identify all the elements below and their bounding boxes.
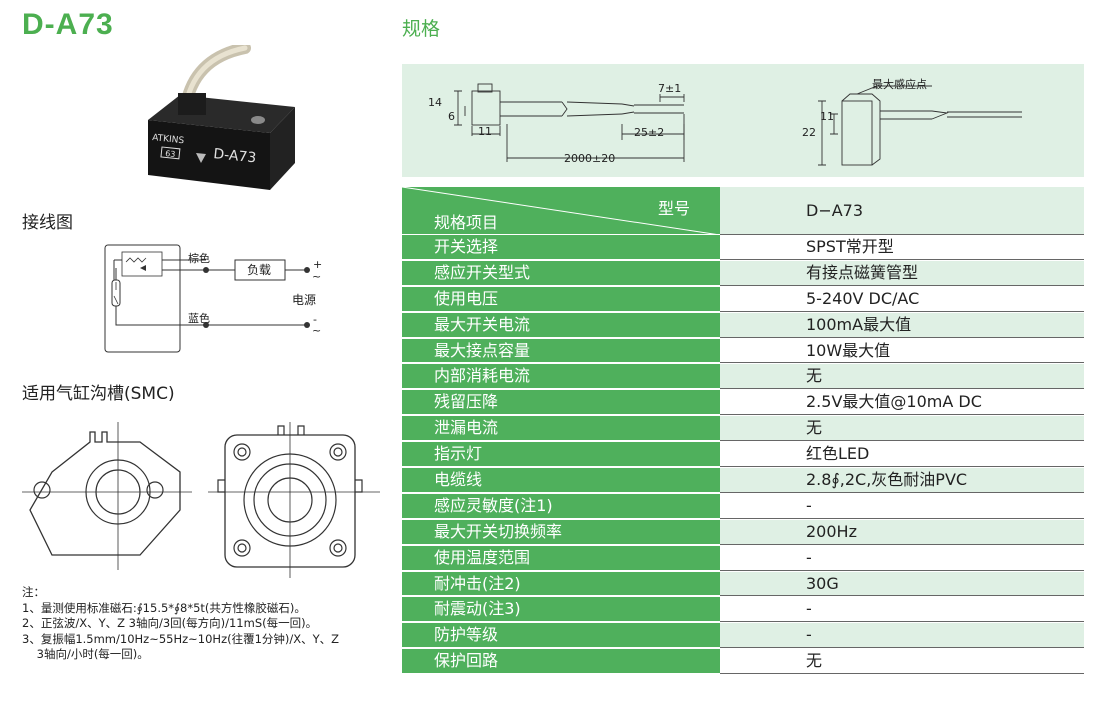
spec-title: 规格 xyxy=(402,18,441,40)
dim-right-11: 11 xyxy=(820,110,834,123)
spec-value: - xyxy=(720,545,1084,571)
dim-lead-7: 7±1 xyxy=(658,82,681,95)
table-header: 型号 规格项目 D−A73 xyxy=(402,187,1084,235)
header-diagonal xyxy=(402,187,720,235)
wiring-title: 接线图 xyxy=(22,213,73,233)
spec-label: 开关选择 xyxy=(402,235,720,260)
spec-value: 100mA最大值 xyxy=(720,312,1084,338)
table-row: 指示灯红色LED xyxy=(402,442,1084,469)
table-row: 感应灵敏度(注1)- xyxy=(402,493,1084,520)
spec-value: - xyxy=(720,623,1084,649)
table-row: 防护等级- xyxy=(402,623,1084,650)
max-sensing-point-label: 最大感应点 xyxy=(872,77,927,91)
spec-value: - xyxy=(720,493,1084,519)
wire-brown-label: 棕色 xyxy=(188,251,210,265)
table-row: 内部消耗电流无 xyxy=(402,364,1084,391)
note-line-1: 1、量测使用标准磁石:∮15.5*∮8*5t(共方性橡胶磁石)。 xyxy=(22,600,306,615)
spec-label: 使用温度范围 xyxy=(402,545,720,571)
minus-label: - xyxy=(313,313,317,326)
spec-value: 2.5V最大值@10mA DC xyxy=(720,390,1084,416)
spec-label: 残留压降 xyxy=(402,390,720,416)
dim-11: 11 xyxy=(478,125,492,138)
spec-label: 防护等级 xyxy=(402,623,720,649)
spec-label: 耐冲击(注2) xyxy=(402,571,720,597)
tilde-top-label: ~ xyxy=(312,270,321,283)
spec-label: 电缆线 xyxy=(402,468,720,493)
dimension-panel: 14 6 11 7±1 25±2 2000±20 最大感应点 11 22 xyxy=(402,64,1084,177)
spec-label: 最大开关电流 xyxy=(402,312,720,338)
spec-value: 红色LED xyxy=(720,442,1084,468)
spec-value: 5-240V DC/AC xyxy=(720,286,1084,312)
spec-value: 无 xyxy=(720,649,1084,675)
table-row: 泄漏电流无 xyxy=(402,416,1084,443)
dim-14: 14 xyxy=(428,96,442,109)
dim-right-22: 22 xyxy=(802,126,816,139)
spec-label: 内部消耗电流 xyxy=(402,364,720,390)
spec-label: 感应灵敏度(注1) xyxy=(402,493,720,519)
table-row: 耐震动(注3)- xyxy=(402,597,1084,624)
spec-label: 感应开关型式 xyxy=(402,260,720,286)
spec-value: 有接点磁簧管型 xyxy=(720,260,1084,286)
header-item-label: 规格项目 xyxy=(434,213,499,232)
spec-label: 指示灯 xyxy=(402,442,720,468)
dim-6: 6 xyxy=(448,110,455,123)
table-row: 感应开关型式有接点磁簧管型 xyxy=(402,260,1084,287)
spec-value: 10W最大值 xyxy=(720,338,1084,364)
spec-value: 30G xyxy=(720,571,1084,597)
spec-value: - xyxy=(720,597,1084,623)
note-line-4: 3轴向/小时(每一回)。 xyxy=(22,647,149,661)
spec-label: 耐震动(注3) xyxy=(402,597,720,623)
note-line-3: 3、复振幅1.5mm/10Hz~55Hz~10Hz(往覆1分钟)/X、Y、Z xyxy=(22,631,340,646)
wire-blue-label: 蓝色 xyxy=(188,311,210,325)
table-row: 使用温度范围- xyxy=(402,545,1084,572)
spec-value: 200Hz xyxy=(720,519,1084,545)
spec-label: 保护回路 xyxy=(402,649,720,675)
product-model-label: D-A73 xyxy=(213,146,257,166)
dim-cable-2000: 2000±20 xyxy=(564,152,615,165)
spec-value: 无 xyxy=(720,364,1084,390)
spec-label: 使用电压 xyxy=(402,286,720,312)
wiring-diagram: 棕色 蓝色 负载 电源 + ~ - ~ xyxy=(104,244,322,353)
spec-label: 最大开关切换频率 xyxy=(402,519,720,545)
table-row: 保护回路无 xyxy=(402,649,1084,676)
table-header-left: 型号 规格项目 xyxy=(402,187,720,235)
tilde-bottom-label: ~ xyxy=(312,324,321,337)
spec-value: 2.8∮,2C,灰色耐油PVC xyxy=(720,468,1084,493)
cylinder-groove-drawing xyxy=(22,422,380,578)
plus-label: + xyxy=(313,258,322,271)
dimension-drawing: 14 6 11 7±1 25±2 2000±20 最大感应点 11 22 xyxy=(428,77,1022,166)
spec-value: 无 xyxy=(720,416,1084,442)
model-title: D-A73 xyxy=(22,8,114,41)
spec-label: 最大接点容量 xyxy=(402,338,720,364)
table-row: 耐冲击(注2)30G xyxy=(402,571,1084,598)
notes: 注： 1、量测使用标准磁石:∮15.5*∮8*5t(共方性橡胶磁石)。 2、正弦… xyxy=(22,585,392,663)
notes-title: 注： xyxy=(22,585,45,599)
power-label: 电源 xyxy=(292,293,316,307)
load-label: 负载 xyxy=(247,263,271,277)
header-model-value: D−A73 xyxy=(720,187,1084,235)
note-line-2: 2、正弦波/X、Y、Z 3轴向/3回(每方向)/11mS(每一回)。 xyxy=(22,616,318,630)
dim-lead-25: 25±2 xyxy=(634,126,664,139)
product-code-label: 63 xyxy=(165,149,176,159)
cylinder-title: 适用气缸沟槽(SMC) xyxy=(22,384,175,404)
spec-value: SPST常开型 xyxy=(720,235,1084,260)
product-image: ATKINS 63 D-A73 xyxy=(148,45,295,190)
header-model-label: 型号 xyxy=(657,199,690,218)
spec-label: 泄漏电流 xyxy=(402,416,720,442)
product-brand-label: ATKINS xyxy=(152,133,185,146)
